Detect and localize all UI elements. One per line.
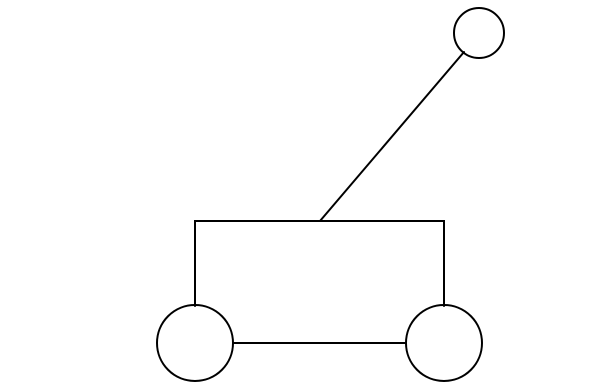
rear-wheel [157, 305, 233, 381]
handle-shaft [320, 52, 464, 221]
wagon-body [195, 221, 444, 306]
front-wheel [406, 305, 482, 381]
handle-knob [454, 8, 504, 58]
